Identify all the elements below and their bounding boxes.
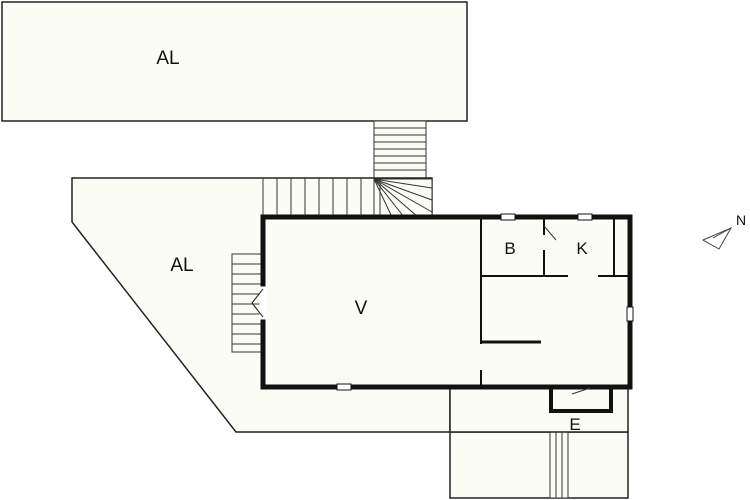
label-living: V bbox=[355, 298, 368, 319]
terrace-bottom bbox=[449, 431, 629, 499]
label-kitchen: K bbox=[576, 239, 588, 258]
label-balcony-top: AL bbox=[156, 48, 179, 69]
doors bbox=[251, 225, 591, 395]
staircase-upper bbox=[373, 120, 427, 180]
label-entry: E bbox=[569, 415, 580, 434]
north-arrow-icon: N bbox=[701, 212, 746, 250]
interior-walls bbox=[480, 217, 630, 387]
label-balcony-left: AL bbox=[170, 255, 193, 276]
staircase-winder bbox=[373, 178, 433, 218]
north-label: N bbox=[736, 212, 746, 228]
side-steps bbox=[231, 253, 264, 353]
label-bath: B bbox=[504, 239, 515, 258]
terrace-steps-top bbox=[262, 178, 362, 217]
windows bbox=[336, 213, 634, 391]
balcony-top bbox=[1, 1, 468, 122]
house-floor bbox=[263, 217, 630, 387]
